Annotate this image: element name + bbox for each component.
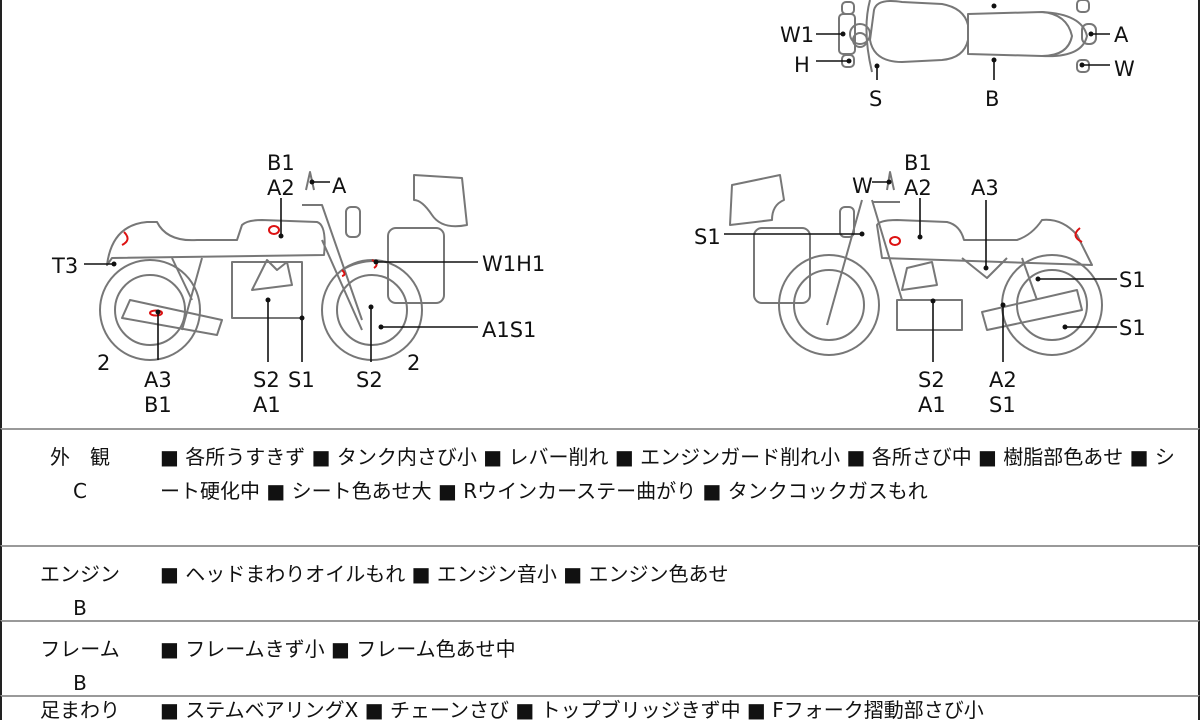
label-right-a1: A1 [918, 393, 946, 417]
label-right-b1: B1 [904, 151, 932, 175]
section-name: 外 観 [50, 445, 110, 469]
label-left-a1s1: A1S1 [482, 318, 536, 342]
label-right-s1-fork: S1 [694, 225, 721, 249]
section-grade: C [73, 479, 87, 503]
label-right-s1-shock: S1 [1119, 268, 1146, 292]
label-right-s1-wheel: S1 [1119, 316, 1146, 340]
section-name: フレーム [40, 637, 120, 661]
label-left-s1: S1 [288, 368, 315, 392]
damage-diagram: W1 H S B A W [0, 0, 1200, 428]
label-top-s: S [869, 87, 882, 111]
section-name: エンジン [40, 562, 120, 586]
section-grade: B [73, 671, 87, 695]
label-left-s2-front: S2 [356, 368, 383, 392]
top-view-motorcycle [838, 0, 1097, 73]
right-side-motorcycle [729, 171, 1103, 356]
label-left-a: A [332, 174, 347, 198]
section-items: ■ ステムベアリングX ■ チェーンさび ■ トップブリッジきず中 ■ Fフォー… [160, 698, 984, 722]
label-left-b1: B1 [267, 151, 295, 175]
label-left-t3: T3 [51, 254, 78, 278]
label-right-w: W [852, 174, 873, 198]
section-frame: フレーム B ■ フレームきず小 ■ フレーム色あせ中 [0, 620, 1200, 695]
label-right-a3: A3 [971, 176, 999, 200]
section-items: ■ フレームきず小 ■ フレーム色あせ中 [160, 637, 516, 661]
label-left-b1-lower: B1 [144, 393, 172, 417]
section-header: 外 観 C [30, 440, 130, 508]
section-header: 足まわり [30, 699, 130, 721]
label-top-w: W [1114, 57, 1135, 81]
label-left-w1h1: W1H1 [482, 252, 545, 276]
label-right-s2: S2 [918, 368, 945, 392]
label-left-s2: S2 [253, 368, 280, 392]
label-top-b: B [985, 87, 999, 111]
section-exterior: 外 観 C ■ 各所うすきず ■ タンク内さび小 ■ レバー削れ ■ エンジンガ… [0, 428, 1200, 545]
section-header: エンジン B [30, 557, 130, 625]
label-top-h: H [794, 53, 810, 77]
label-right-a2: A2 [904, 176, 932, 200]
section-header: フレーム B [30, 632, 130, 700]
label-left-front-2: 2 [407, 351, 420, 375]
label-right-s1-lower: S1 [989, 393, 1016, 417]
right-side-leaders [724, 179, 1117, 362]
section-items: ■ 各所うすきず ■ タンク内さび小 ■ レバー削れ ■ エンジンガード削れ小 … [160, 445, 1175, 503]
section-name: 足まわり [40, 698, 120, 722]
section-suspension: 足まわり ■ ステムベアリングX ■ チェーンさび ■ トップブリッジきず中 ■… [0, 695, 1200, 722]
section-items: ■ ヘッドまわりオイルもれ ■ エンジン音小 ■ エンジン色あせ [160, 562, 729, 586]
section-engine: エンジン B ■ ヘッドまわりオイルもれ ■ エンジン音小 ■ エンジン色あせ [0, 545, 1200, 620]
label-left-a2: A2 [267, 176, 295, 200]
label-left-a3: A3 [144, 368, 172, 392]
label-left-a1: A1 [253, 393, 281, 417]
top-view-leaders [816, 3, 1110, 80]
left-side-leaders [84, 179, 478, 362]
label-left-rear-2: 2 [97, 351, 110, 375]
label-top-w1: W1 [780, 23, 814, 47]
section-grade: B [73, 596, 87, 620]
label-top-a: A [1114, 23, 1129, 47]
label-right-a2-lower: A2 [989, 368, 1017, 392]
left-side-motorcycle [99, 171, 468, 361]
